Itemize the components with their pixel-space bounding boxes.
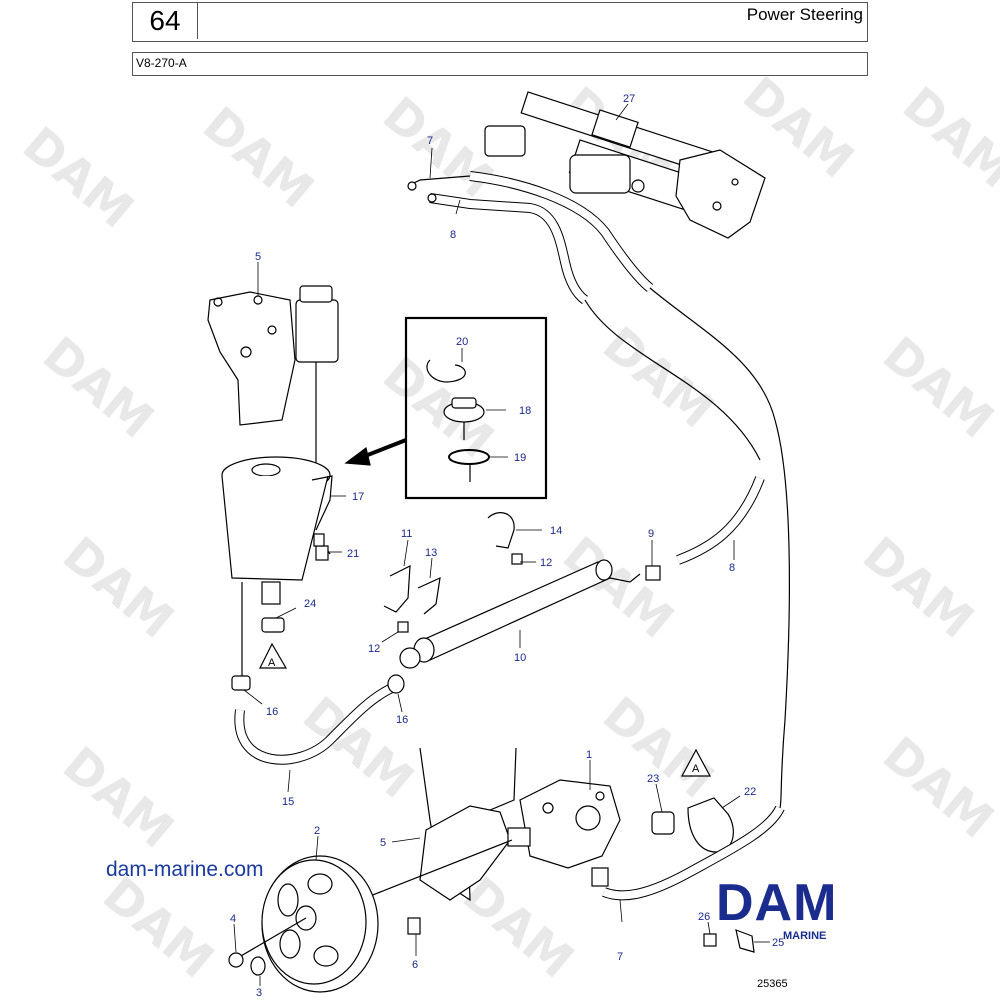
svg-text:DAM: DAM xyxy=(872,726,1000,849)
callout-18: 18 xyxy=(519,405,531,417)
hose-7-top xyxy=(407,171,654,292)
figure-number: 25365 xyxy=(757,978,788,990)
callout-8-top: 8 xyxy=(450,229,456,241)
svg-text:DAM: DAM xyxy=(12,116,144,239)
elbow-22 xyxy=(687,797,734,853)
clamp-14 xyxy=(487,512,515,549)
callout-2: 2 xyxy=(314,825,320,837)
callout-21: 21 xyxy=(347,548,359,560)
callout-10: 10 xyxy=(514,652,526,664)
callout-15: 15 xyxy=(282,796,294,808)
model-box: V8-270-A xyxy=(132,52,868,76)
hose-8-top xyxy=(427,193,589,305)
fitting-23 xyxy=(651,811,675,835)
callout-23: 23 xyxy=(647,773,659,785)
callout-8-lower: 8 xyxy=(729,562,735,574)
callout-20: 20 xyxy=(456,336,468,348)
nut-4 xyxy=(228,952,244,968)
bolt-26 xyxy=(703,933,717,947)
washer-3 xyxy=(250,956,266,976)
oil-cooler xyxy=(387,559,641,694)
website-text: dam-marine.com xyxy=(106,858,264,881)
callout-19: 19 xyxy=(514,452,526,464)
pressure-line xyxy=(584,299,761,461)
svg-text:DAM: DAM xyxy=(592,316,724,439)
svg-text:DAM: DAM xyxy=(52,526,184,649)
marker-a-left: A xyxy=(268,657,276,669)
triangle-marker-left xyxy=(259,642,288,669)
return-line xyxy=(649,287,791,809)
connector-24 xyxy=(261,617,285,633)
brand-logo: DAM xyxy=(716,874,838,932)
header-box: 64 Power Steering xyxy=(132,2,868,42)
svg-text:DAM: DAM xyxy=(32,326,164,449)
callout-25: 25 xyxy=(772,937,784,949)
bolt-6 xyxy=(407,917,421,935)
clamp-16-left xyxy=(231,675,251,691)
svg-text:DAM: DAM xyxy=(892,76,1000,199)
callout-7-top: 7 xyxy=(427,135,433,147)
svg-text:DAM: DAM xyxy=(52,736,184,859)
callout-27: 27 xyxy=(623,93,635,105)
reservoir xyxy=(221,456,333,680)
triangle-marker-right xyxy=(680,748,712,777)
connector-9 xyxy=(645,565,661,581)
callout-14: 14 xyxy=(550,525,562,537)
callout-13: 13 xyxy=(425,547,437,559)
callout-17: 17 xyxy=(352,491,364,503)
section-title: Power Steering xyxy=(746,5,863,24)
cap-detail-inset xyxy=(404,316,548,500)
callout-3: 3 xyxy=(256,987,262,999)
svg-text:DAM: DAM xyxy=(192,96,324,219)
pump-bracket xyxy=(419,747,517,902)
section-number: 64 xyxy=(133,3,198,39)
callout-7-lower: 7 xyxy=(617,951,623,963)
leader-lines xyxy=(233,103,770,986)
svg-text:DAM: DAM xyxy=(372,86,504,209)
callout-16-right: 16 xyxy=(396,714,408,726)
callout-5-top: 5 xyxy=(255,251,261,263)
steering-cylinder xyxy=(484,91,766,239)
bolt-12-lower xyxy=(397,621,409,633)
model-code: V8-270-A xyxy=(136,56,187,70)
callout-1: 1 xyxy=(586,749,592,761)
power-steering-pump xyxy=(359,779,621,901)
marker-a-right: A xyxy=(692,763,700,775)
callout-11: 11 xyxy=(401,528,412,540)
callout-6: 6 xyxy=(412,959,418,971)
callout-26: 26 xyxy=(698,911,710,923)
svg-text:DAM: DAM xyxy=(372,346,504,469)
clip-25 xyxy=(735,929,755,953)
callout-9: 9 xyxy=(648,528,654,540)
callout-12-right: 12 xyxy=(540,557,552,569)
clip-13 xyxy=(417,576,441,615)
bolt-12-upper xyxy=(511,553,523,565)
callout-24: 24 xyxy=(304,598,316,610)
pulley xyxy=(233,855,379,993)
callout-4: 4 xyxy=(230,913,236,925)
reservoir-bracket xyxy=(207,285,339,470)
svg-text:DAM: DAM xyxy=(92,866,224,989)
callout-16-left: 16 xyxy=(266,706,278,718)
callout-22: 22 xyxy=(744,786,756,798)
brand-subtitle: MARINE xyxy=(783,930,827,942)
bolt-21 xyxy=(313,533,325,547)
callout-12-left: 12 xyxy=(368,643,380,655)
svg-text:DAM: DAM xyxy=(872,326,1000,449)
hose-8-lower xyxy=(676,476,765,565)
svg-text:DAM: DAM xyxy=(852,526,984,649)
callout-5-lower: 5 xyxy=(380,837,386,849)
callouts: 7 8 27 5 20 18 19 17 21 11 13 14 12 9 8 … xyxy=(230,93,784,999)
clip-11 xyxy=(383,564,411,613)
